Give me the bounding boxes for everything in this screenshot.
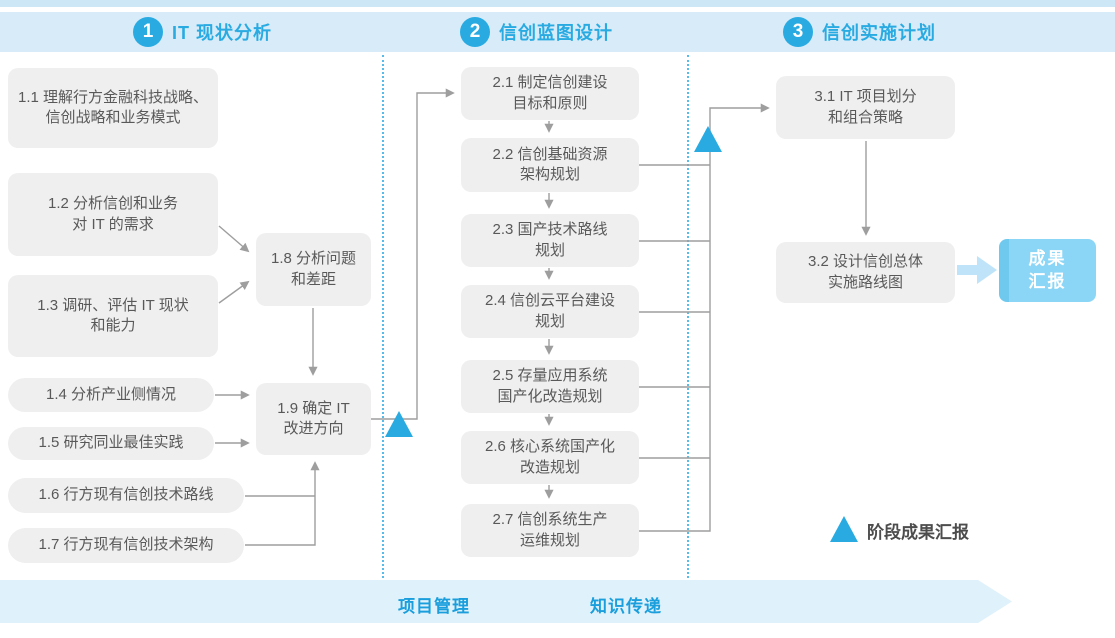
- banner-project-management-label: 项目管理: [398, 597, 470, 616]
- banner-knowledge-transfer-label: 知识传递: [590, 597, 662, 616]
- phase-1-number-badge: 1: [133, 17, 163, 47]
- step-2-2-box: 2.2 信创基础资源 架构规划: [461, 138, 639, 192]
- legend-label: 阶段成果汇报: [867, 523, 969, 542]
- phase-2-title: 信创蓝图设计: [499, 23, 613, 43]
- arrow-1-9-to-2-1: [371, 88, 455, 420]
- result-report-box: 成果 汇报: [999, 239, 1096, 302]
- arrow-1-3-to-1-8: [218, 280, 250, 304]
- phase-2-number-badge: 2: [460, 17, 490, 47]
- step-3-2-box: 3.2 设计信创总体 实施路线图: [776, 242, 955, 303]
- step-2-4-box: 2.4 信创云平台建设 规划: [461, 285, 639, 338]
- phase-1-title: IT 现状分析: [172, 23, 272, 43]
- step-1-4-box: 1.4 分析产业侧情况: [8, 378, 214, 412]
- phase-separator-dotted-2: [687, 55, 689, 578]
- legend-triangle-icon: [830, 516, 858, 542]
- milestone-triangle-phase2-icon: [694, 126, 722, 152]
- bottom-banner-arrow: [0, 580, 1012, 623]
- top-decorative-strip: [0, 0, 1115, 7]
- arrow-bus-to-3-1: [639, 103, 770, 532]
- phase-3-number-badge: 3: [783, 17, 813, 47]
- phase-3-header: 3 信创实施计划: [687, 12, 1115, 52]
- step-2-1-box: 2.1 制定信创建设 目标和原则: [461, 67, 639, 120]
- step-1-5-box: 1.5 研究同业最佳实践: [8, 427, 214, 460]
- step-1-7-box: 1.7 行方现有信创技术架构: [8, 528, 244, 563]
- step-2-7-box: 2.7 信创系统生产 运维规划: [461, 504, 639, 557]
- step-2-5-box: 2.5 存量应用系统 国产化改造规划: [461, 360, 639, 413]
- step-1-9-box: 1.9 确定 IT 改进方向: [256, 383, 371, 455]
- step-2-6-box: 2.6 核心系统国产化 改造规划: [461, 431, 639, 484]
- step-1-1-box: 1.1 理解行方金融科技战略、 信创战略和业务模式: [8, 68, 218, 148]
- phase-separator-dotted-1: [382, 55, 384, 578]
- step-1-2-box: 1.2 分析信创和业务 对 IT 的需求: [8, 173, 218, 256]
- step-3-1-box: 3.1 IT 项目划分 和组合策略: [776, 76, 955, 139]
- step-1-6-box: 1.6 行方现有信创技术路线: [8, 478, 244, 513]
- arrow-1-7-bus-to-1-9: [245, 461, 320, 546]
- step-1-8-box: 1.8 分析问题 和差距: [256, 233, 371, 306]
- milestone-triangle-phase1-icon: [385, 411, 413, 437]
- step-2-3-box: 2.3 国产技术路线 规划: [461, 214, 639, 267]
- arrow-1-2-to-1-8: [218, 225, 250, 253]
- phase-3-title: 信创实施计划: [822, 23, 936, 43]
- step-1-3-box: 1.3 调研、评估 IT 现状 和能力: [8, 275, 218, 357]
